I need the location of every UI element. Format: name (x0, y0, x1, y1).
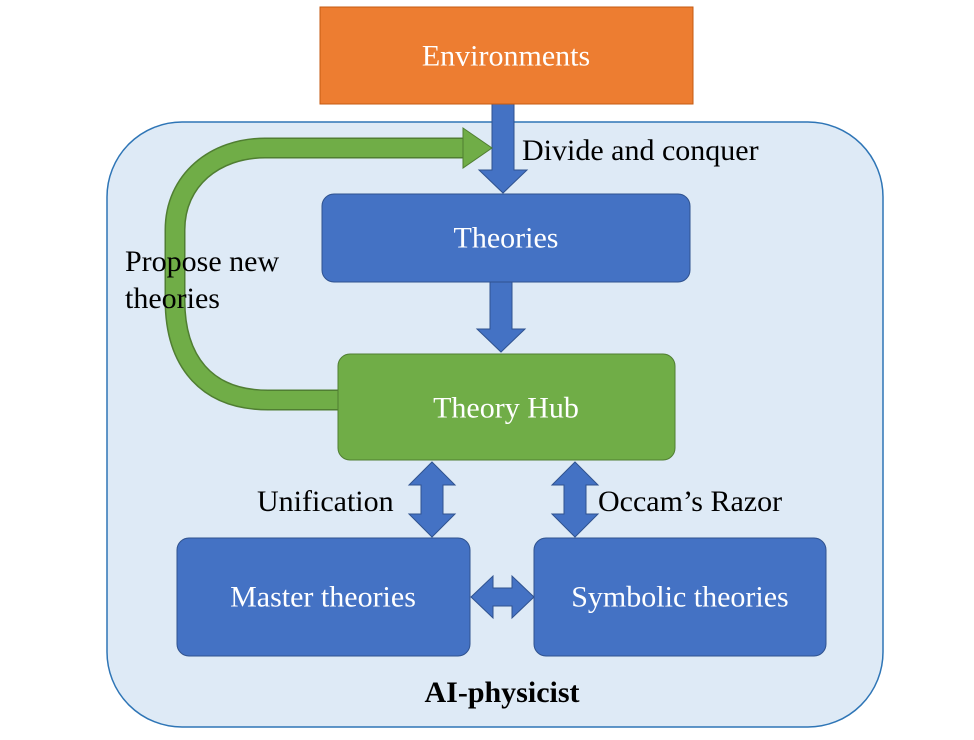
symbolic-theories-label: Symbolic theories (571, 581, 788, 614)
master-theories-box (176, 537, 471, 657)
propose-new-theories-label-line2: theories (125, 282, 220, 315)
propose-new-theories-arrow (166, 139, 465, 409)
environments-label: Environments (422, 40, 590, 73)
propose-new-theories-label-line1: Propose new (125, 245, 279, 278)
symbolic-theories-box (533, 537, 827, 657)
theories-label: Theories (454, 222, 559, 255)
occams-razor-label: Occam’s Razor (598, 485, 782, 518)
environments-box (319, 6, 694, 105)
unification-arrow (407, 461, 457, 538)
theories-to-hub-arrow (475, 281, 527, 353)
ai-physicist-label: AI-physicist (424, 676, 579, 709)
theory-hub-box (337, 353, 676, 461)
divide-and-conquer-label: Divide and conquer (522, 134, 759, 167)
unification-label: Unification (257, 485, 394, 518)
propose-new-theories-arrowhead (462, 127, 493, 169)
master-theories-label: Master theories (230, 581, 416, 614)
theory-hub-label: Theory Hub (433, 392, 579, 425)
occams-razor-arrow (550, 461, 600, 538)
divide-and-conquer-arrow (477, 103, 529, 194)
